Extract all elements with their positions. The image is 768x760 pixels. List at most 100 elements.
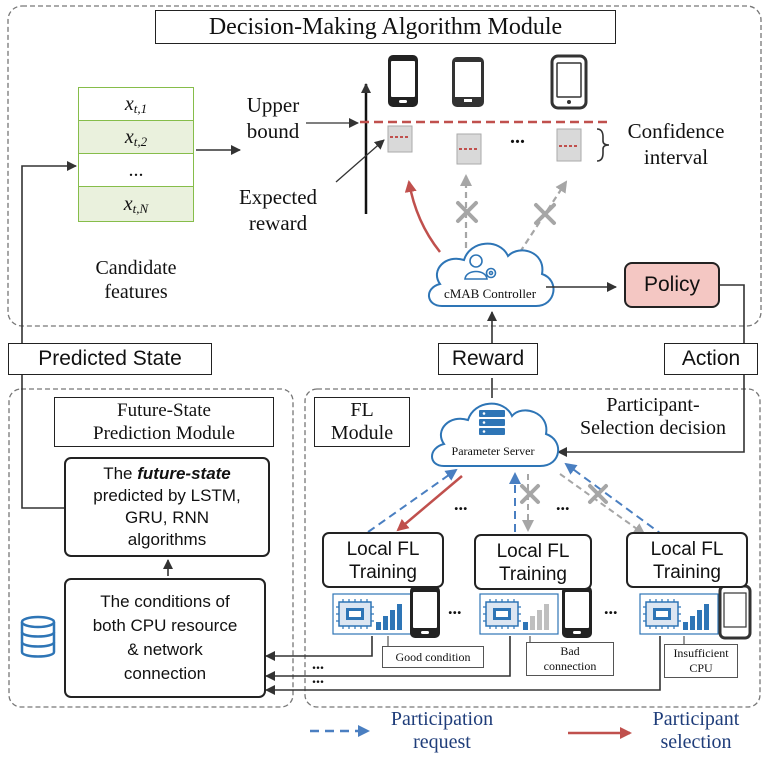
fl-module-title: FL Module: [314, 397, 410, 447]
device-icon-1: [388, 55, 418, 107]
status-line: CPU: [689, 661, 713, 675]
upper-bound-line-text: Upper: [246, 93, 300, 117]
feature-sub: t,N: [132, 201, 149, 216]
controller-label: cMAB Controller: [443, 286, 537, 301]
feature-var: x: [124, 125, 134, 148]
legend-line: Participant: [652, 708, 740, 730]
prediction-to-state-line: [21, 372, 64, 509]
client-1-report-arrow: [265, 636, 373, 661]
prediction-prefix: The: [103, 464, 138, 483]
conditions-line: The conditions of: [100, 592, 230, 611]
training-line: Local FL: [650, 539, 724, 560]
selection-arrow-1: [396, 475, 463, 532]
decision-line: Participant-: [606, 394, 700, 416]
local-training-box-1: Local FL Training: [322, 532, 444, 588]
reject-arrow-3: [559, 473, 646, 536]
confidence-bar-1: [387, 125, 413, 153]
prediction-line: predicted by LSTM,: [93, 486, 241, 505]
status-line: Insufficient: [673, 646, 729, 660]
fl-module-frame: [304, 388, 761, 708]
upper-bound-line-text: bound: [246, 119, 300, 143]
device-ellipsis: ...: [604, 598, 618, 618]
prediction-line: algorithms: [127, 530, 207, 549]
policy-box: Policy: [624, 262, 720, 308]
decision-line: Selection decision: [579, 417, 727, 439]
legend-line: selection: [660, 731, 732, 753]
request-arrow-3: [564, 462, 665, 537]
client-3-device: [639, 584, 752, 640]
client-3-report-arrow: [265, 636, 661, 695]
feature-sub: t,1: [133, 101, 148, 116]
predicted-state-label: Predicted State: [8, 343, 212, 375]
training-line: Local FL: [346, 539, 420, 560]
report-ellipsis: ...: [312, 670, 324, 687]
status-tag-insufficient-cpu: Insufficient CPU: [664, 644, 738, 678]
arm-ellipsis: ...: [510, 126, 525, 148]
report-ellipsis: ...: [312, 656, 324, 673]
prediction-emphasis: future-state: [137, 464, 231, 483]
request-arrow-1: [367, 468, 458, 533]
conditions-line: both CPU resource: [92, 616, 238, 635]
device-ellipsis: ...: [448, 598, 462, 618]
reject-cross-1: [456, 201, 478, 223]
controller-user-icon: [464, 254, 497, 280]
server-icon: [479, 410, 505, 435]
expected-reward-line-text: reward: [248, 211, 308, 235]
fl-title-line: Module: [330, 422, 394, 444]
future-title-line: Prediction Module: [93, 423, 235, 444]
device-icon-3: [550, 54, 588, 110]
legend-line: Participation: [390, 708, 494, 730]
feature-var: x: [123, 192, 133, 215]
training-line: Training: [499, 564, 567, 585]
prediction-box: The future-state predicted by LSTM, GRU,…: [64, 457, 270, 557]
features-caption: Candidate features: [72, 256, 200, 304]
future-title-line: Future-State: [117, 400, 211, 421]
predicted-state-to-features-arrow: [21, 161, 77, 348]
select-arm-arrow: [404, 180, 441, 253]
features-caption-line: Candidate: [95, 257, 177, 279]
device-icon-2: [452, 57, 484, 107]
expected-reward-label: Expected reward: [228, 184, 328, 236]
status-line: Bad: [560, 644, 580, 658]
database-icon: [20, 615, 56, 658]
status-line: connection: [543, 659, 597, 673]
status-tag-good: Good condition: [382, 646, 484, 668]
fl-title-line: FL: [350, 399, 374, 421]
legend-selection-label: Participant selection: [632, 708, 760, 754]
conditions-box: The conditions of both CPU resource & ne…: [64, 578, 266, 698]
legend-line: request: [413, 731, 471, 753]
reject-cross-3: [520, 484, 540, 504]
feature-var: ...: [128, 158, 144, 181]
training-line: Training: [349, 562, 417, 583]
confidence-brace: [596, 128, 610, 162]
decision-module-title: Decision-Making Algorithm Module: [155, 10, 616, 44]
future-module-title: Future-State Prediction Module: [54, 397, 274, 447]
feature-var: x: [124, 92, 134, 115]
server-label: Parameter Server: [451, 444, 535, 458]
confidence-line-text: interval: [643, 145, 709, 169]
reject-cross-2: [534, 203, 556, 225]
conditions-line: & network: [127, 640, 203, 659]
action-to-server-arrow: [557, 442, 745, 457]
training-line: Training: [653, 562, 721, 583]
expected-reward-pointer: [335, 139, 385, 183]
confidence-interval-label: Confidence interval: [612, 118, 740, 170]
selection-decision-label: Participant- Selection decision: [558, 394, 748, 440]
feature-cell: ...: [78, 153, 194, 187]
local-training-box-2: Local FL Training: [474, 534, 592, 590]
client-ellipsis: ...: [454, 494, 468, 514]
local-training-box-3: Local FL Training: [626, 532, 748, 588]
client-1-device: [332, 586, 440, 638]
legend-request-label: Participation request: [374, 708, 510, 754]
status-tag-bad-connection: Bad connection: [526, 642, 614, 676]
reject-cross-4: [588, 484, 608, 504]
client-ellipsis: ...: [556, 494, 570, 514]
prediction-line: GRU, RNN: [124, 508, 210, 527]
upper-bound-label: Upper bound: [236, 92, 310, 144]
features-caption-line: features: [104, 281, 168, 303]
confidence-line-text: Confidence: [627, 119, 725, 143]
